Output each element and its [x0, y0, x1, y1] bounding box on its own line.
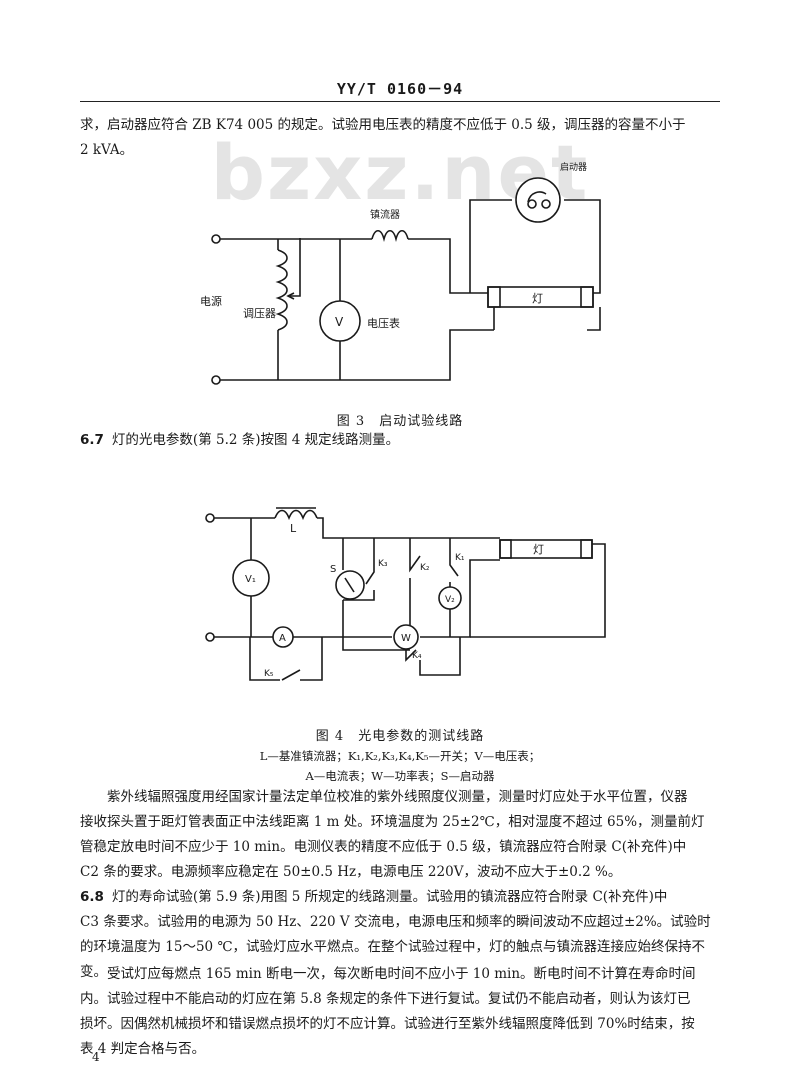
- figure-4-legend-line: A—电流表；W—功率表；S—启动器: [305, 769, 495, 783]
- label-k3: K₃: [378, 559, 388, 569]
- figure-4-caption: 图 4 光电参数的测试线路: [315, 729, 485, 744]
- lamp-cap-right: [580, 539, 593, 559]
- uv-measurement-paragraph: 紫外线辐照强度用经国家计量法定单位校准的紫外线照度仪测量，测量时灯应处于水平位置…: [80, 785, 720, 885]
- figure-4-circuit: L V₁ V₂ A W S K₁ K₂ K₃ K₄ K₅ 灯: [205, 507, 606, 681]
- starter-bimetal: [527, 191, 547, 203]
- wire: [342, 538, 410, 651]
- section-6-8: 6.8 灯的寿命试验(第 5.9 条)用图 5 所规定的线路测量。试验用的镇流器应…: [80, 885, 720, 985]
- life-test-paragraph: 受试灯应每燃点 165 min 断电一次，每次断电时间不应小于 10 min。断…: [80, 962, 720, 1062]
- paragraph-line: 管稳定放电时间不应少于 10 min。电测仪表的精度不应低于 0.5 级，镇流器…: [80, 839, 687, 855]
- terminal-top: [211, 234, 221, 244]
- figure-4-legend-line: L—基准镇流器；K₁,K₂,K₃,K₄,K₅—开关；V—电压表；: [259, 749, 541, 763]
- paragraph-line: 表 4 判定合格与否。: [80, 1041, 206, 1057]
- header-rule: [80, 101, 720, 102]
- inductor-coil: [274, 509, 318, 521]
- paragraph-line: 受试灯应每燃点 165 min 断电一次，每次断电时间不应小于 10 min。断…: [107, 966, 696, 982]
- starter-glyph: [344, 577, 355, 593]
- label-voltmeter-symbol: V: [335, 315, 344, 329]
- terminal-bottom: [205, 632, 215, 642]
- label-power-source: 电源: [200, 294, 222, 308]
- regulator-coil: [275, 249, 288, 331]
- ballast-coil: [371, 229, 409, 243]
- k5-branch: [249, 637, 323, 681]
- lamp-cap-left: [499, 539, 512, 559]
- lamp-tube: [499, 539, 593, 559]
- wire: [587, 307, 601, 331]
- label-v1: V₁: [245, 574, 256, 585]
- starter-electrode: [527, 199, 537, 209]
- intro-line: 2 kVA。: [80, 142, 134, 158]
- lamp-cap-right: [580, 286, 594, 308]
- paragraph-line: 灯的寿命试验(第 5.9 条)用图 5 所规定的线路测量。试验用的镇流器应符合附…: [111, 889, 668, 905]
- wire: [317, 517, 500, 539]
- label-ammeter: A: [279, 633, 286, 644]
- k2-switch: [409, 538, 421, 625]
- label-starter: 启动器: [560, 161, 587, 173]
- label-v2: V₂: [445, 595, 455, 605]
- wire: [469, 199, 601, 294]
- page-number: 4: [92, 1050, 100, 1064]
- paragraph-line: 变。: [80, 964, 107, 980]
- figure-3-caption: 图 3 启动试验线路: [336, 414, 464, 429]
- terminal-bottom: [211, 375, 221, 385]
- label-starter: S: [330, 564, 336, 575]
- label-inductor: L: [290, 522, 297, 535]
- label-k4: K₄: [412, 651, 422, 661]
- label-ballast: 镇流器: [370, 208, 400, 221]
- paragraph-line: C3 条要求。试验用的电源为 50 Hz、220 V 交流电，电源电压和频率的瞬…: [80, 914, 711, 930]
- ammeter-circle: [272, 626, 294, 648]
- label-voltmeter: 电压表: [367, 316, 400, 330]
- label-k2: K₂: [420, 563, 430, 573]
- voltmeter-circle: [319, 300, 361, 342]
- section-6-7: 6.7 灯的光电参数(第 5.2 条)按图 4 规定线路测量。: [80, 428, 720, 453]
- starter-electrode: [541, 199, 551, 209]
- intro-line: 求，启动器应符合 ZB K74 005 的规定。试验用电压表的精度不应低于 0.…: [80, 117, 686, 133]
- section-number: 6.8: [80, 889, 104, 905]
- regulator-arrow: [286, 292, 295, 300]
- paragraph-line: 紫外线辐照强度用经国家计量法定单位校准的紫外线照度仪测量，测量时灯应处于水平位置…: [107, 789, 688, 805]
- label-k5: K₅: [264, 669, 274, 679]
- standard-code-header: YY/T 0160－94: [336, 80, 464, 98]
- paragraph-line: 损坏。因偶然机械损坏和错误燃点损坏的灯不应计算。试验进行至紫外线辐照度降低到 7…: [80, 1016, 695, 1032]
- label-k1: K₁: [455, 553, 465, 563]
- label-lamp: 灯: [532, 292, 543, 305]
- voltmeter-v1-circle: [232, 559, 270, 597]
- paragraph-line: 内。试验过程中不能启动的灯应在第 5.8 条规定的条件下进行复试。复试仍不能启动…: [80, 991, 691, 1007]
- terminal-top: [205, 513, 215, 523]
- k4-switch: [405, 637, 461, 676]
- label-lamp: 灯: [533, 543, 544, 556]
- wire: [220, 329, 488, 381]
- wire: [488, 307, 495, 331]
- wire: [360, 238, 488, 294]
- paragraph-line: 的环境温度为 15～50 ℃，试验灯应水平燃点。在整个试验过程中，灯的触点与镇流…: [80, 939, 706, 955]
- figure-3-circuit: 电源 调压器 镇流器 V 电压表 启动器 灯: [200, 161, 601, 385]
- wire: [470, 543, 606, 638]
- regulator-tap: [290, 238, 301, 297]
- paragraph-line: 接收探头置于距灯管表面正中法线距离 1 m 处。环境温度为 25±2℃，相对湿度…: [80, 814, 705, 830]
- k1-switch: [449, 538, 459, 588]
- label-wattmeter: W: [401, 633, 411, 644]
- k3-switch: [343, 538, 375, 601]
- paragraph-line: C2 条的要求。电源频率应稳定在 50±0.5 Hz，电源电压 220V，波动不…: [80, 864, 622, 880]
- intro-paragraph: 求，启动器应符合 ZB K74 005 的规定。试验用电压表的精度不应低于 0.…: [80, 113, 720, 163]
- starter-circle: [515, 177, 561, 223]
- label-regulator: 调压器: [243, 307, 276, 320]
- section-text: 灯的光电参数(第 5.2 条)按图 4 规定线路测量。: [111, 432, 400, 448]
- section-number: 6.7: [80, 432, 104, 448]
